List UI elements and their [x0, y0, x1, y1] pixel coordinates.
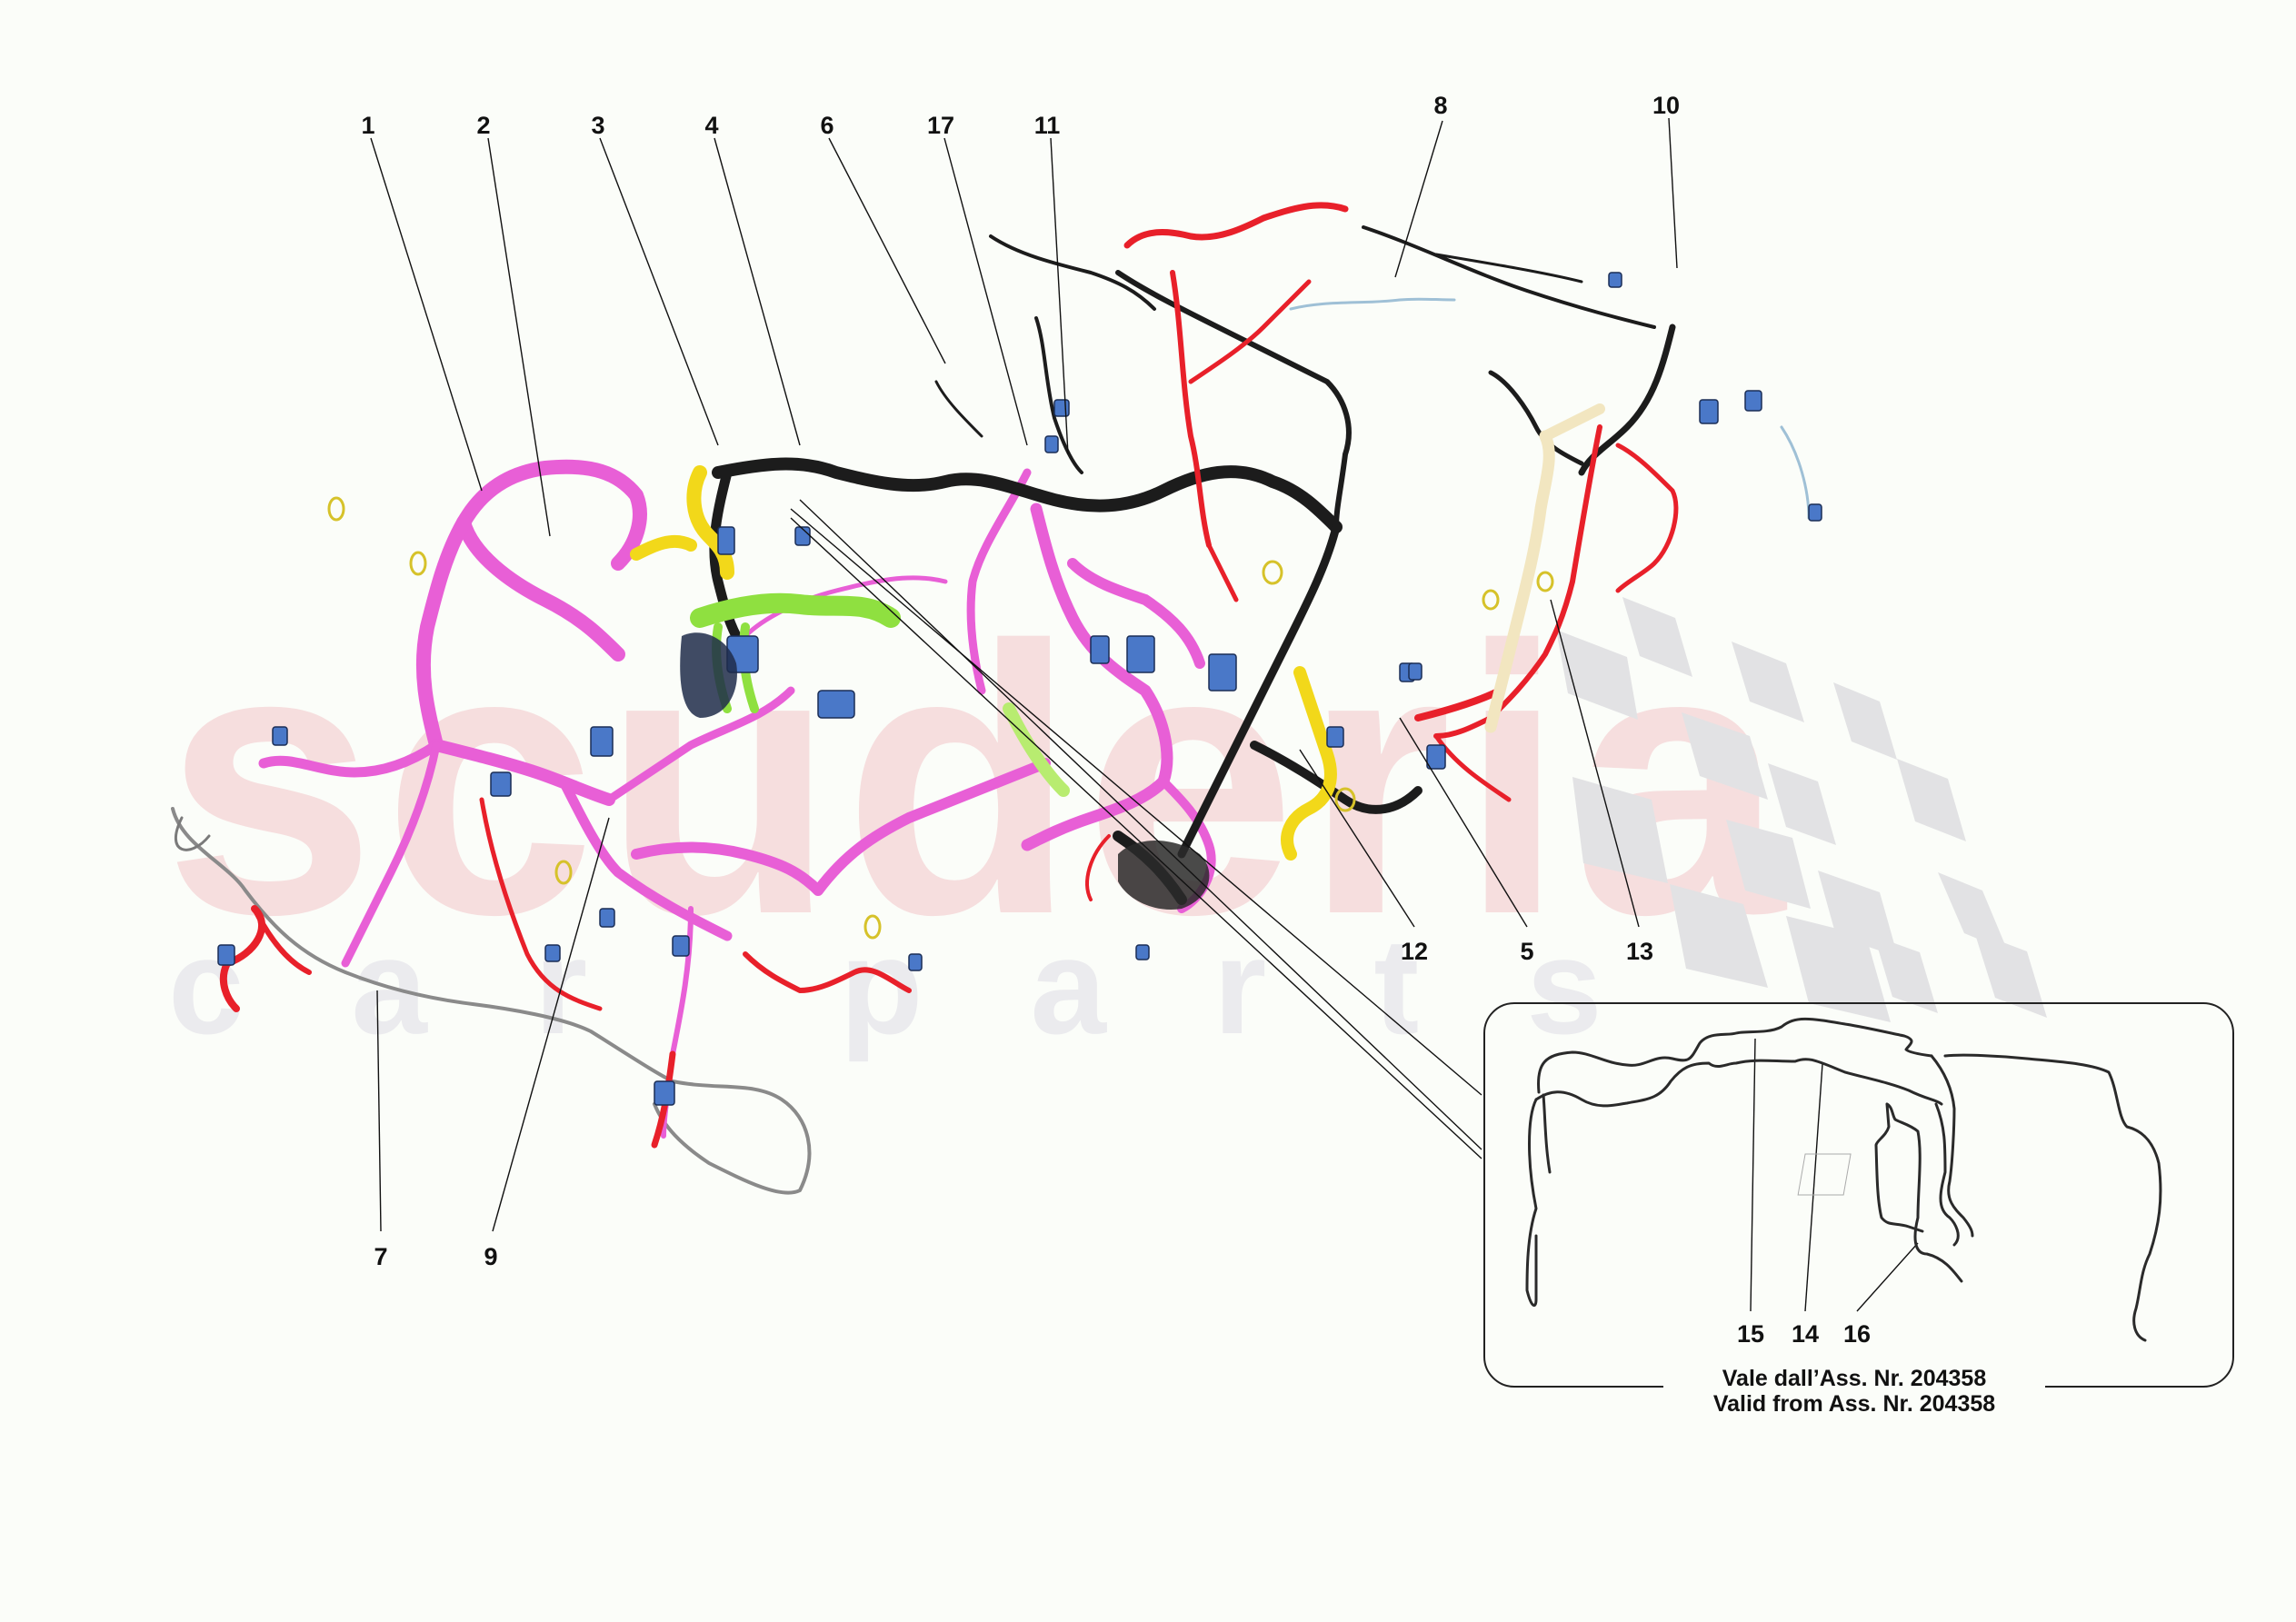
- wire-14: [1525, 1093, 1552, 1308]
- validity-en: Valid from Ass. Nr. 204358: [1712, 1391, 1996, 1417]
- callout-11[interactable]: 11: [1033, 112, 1061, 139]
- callout-10[interactable]: 10: [1652, 92, 1681, 119]
- callout-8[interactable]: 8: [1433, 92, 1448, 119]
- callout-3[interactable]: 3: [591, 112, 605, 139]
- callout-6[interactable]: 6: [820, 112, 834, 139]
- callout-7[interactable]: 7: [374, 1243, 388, 1270]
- yellow-harness: [686, 465, 734, 580]
- pink-harness-main: [456, 459, 647, 571]
- callout-13[interactable]: 13: [1625, 938, 1654, 965]
- validity-it: Vale dall’Ass. Nr. 204358: [1722, 1366, 1987, 1391]
- callout-15[interactable]: 15: [1736, 1320, 1765, 1348]
- callout-17[interactable]: 17: [926, 112, 955, 139]
- cream-harness: [1484, 430, 1555, 733]
- wire-15: [1536, 1017, 1933, 1094]
- callout-9[interactable]: 9: [484, 1243, 498, 1270]
- callout-5[interactable]: 5: [1520, 938, 1534, 965]
- wire-16: [1874, 1102, 1963, 1283]
- black-harness: [712, 457, 1343, 533]
- green-harness: [690, 592, 901, 628]
- grey-wire-7: [171, 807, 812, 1195]
- callout-16[interactable]: 16: [1842, 1320, 1872, 1348]
- callout-4[interactable]: 4: [704, 112, 719, 139]
- validity-note: Vale dall’Ass. Nr. 204358 Valid from Ass…: [1663, 1366, 2045, 1417]
- callout-2[interactable]: 2: [476, 112, 491, 139]
- callout-1[interactable]: 1: [361, 112, 375, 139]
- red-harness-top: [1123, 202, 1349, 249]
- callout-12[interactable]: 12: [1400, 938, 1429, 965]
- callout-14[interactable]: 14: [1791, 1320, 1820, 1348]
